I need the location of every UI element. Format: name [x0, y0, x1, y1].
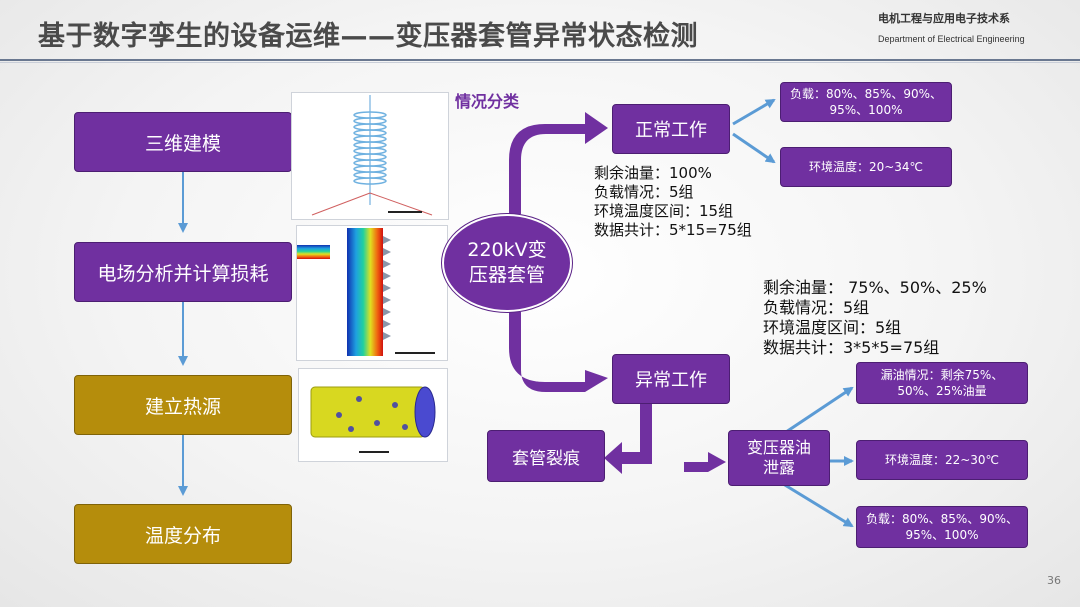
flow-step-field-analysis: 电场分析并计算损耗	[74, 242, 292, 302]
leak-amount-box: 漏油情况：剩余75%、 50%、25%油量	[856, 362, 1028, 404]
center-branch-arrows	[509, 112, 726, 474]
arrow-to-normal	[509, 112, 608, 214]
normal-info-text: 剩余油量：100% 负载情况：5组 环境温度区间：15组 数据共计：5*15=7…	[594, 164, 752, 239]
page-number: 36	[1047, 574, 1061, 587]
center-node-label: 220kV变 压器套管	[467, 239, 547, 286]
node-bushing-crack: 套管裂痕	[487, 430, 605, 482]
department-name-en: Department of Electrical Engineering	[878, 34, 1025, 44]
heat-source-image	[298, 368, 448, 462]
node-abnormal: 异常工作	[612, 354, 730, 404]
abnormal-temp-box: 环境温度：22~30℃	[856, 440, 1028, 480]
arrow-to-abnormal	[509, 312, 608, 392]
header-divider	[0, 59, 1080, 61]
flow-step-heat-source: 建立热源	[74, 375, 292, 435]
node-normal: 正常工作	[612, 104, 730, 154]
arrow-to-crack	[604, 404, 652, 474]
right-branch-arrows	[732, 98, 854, 528]
page-title: 基于数字孪生的设备运维——变压器套管异常状态检测	[38, 21, 698, 52]
center-node-bushing: 220kV变 压器套管	[442, 214, 572, 312]
arrow-to-leak	[684, 404, 726, 472]
normal-load-box: 负载：80%、85%、90%、 95%、100%	[780, 82, 952, 122]
flow-step-3d-modeling: 三维建模	[74, 112, 292, 172]
node-oil-leak: 变压器油 泄露	[728, 430, 830, 486]
header-divider-thin	[0, 62, 1080, 63]
abnormal-info-text: 剩余油量： 75%、50%、25% 负载情况：5组 环境温度区间：5组 数据共计…	[763, 278, 987, 357]
category-label: 情况分类	[455, 92, 520, 111]
electric-field-image	[296, 225, 448, 361]
department-name-cn: 电机工程与应用电子技术系	[878, 12, 1010, 25]
abnormal-load-box: 负载：80%、85%、90%、 95%、100%	[856, 506, 1028, 548]
bushing-3d-model-image	[291, 92, 449, 220]
normal-temp-box: 环境温度：20~34℃	[780, 147, 952, 187]
flow-step-temperature: 温度分布	[74, 504, 292, 564]
